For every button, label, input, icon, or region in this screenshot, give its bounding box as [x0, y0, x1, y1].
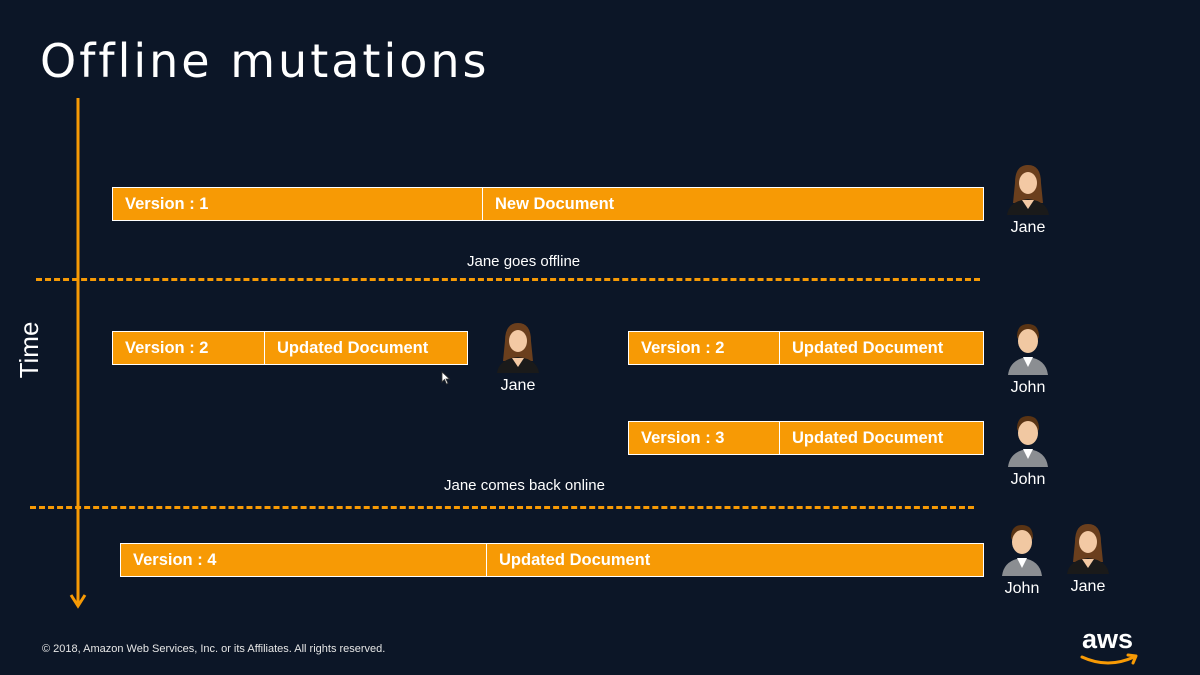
time-axis-label: Time	[14, 321, 44, 379]
document-label: Updated Document	[486, 544, 983, 576]
note-online: Jane comes back online	[444, 477, 605, 494]
version-2-online-bar: Version : 2 Updated Document	[628, 331, 984, 365]
divider-offline	[36, 278, 980, 281]
aws-logo-text: aws	[1082, 624, 1134, 654]
version-1-bar: Version : 1 New Document	[112, 187, 984, 221]
person-name: John	[1010, 379, 1046, 396]
person-name: John	[1004, 580, 1040, 597]
copyright-footer: © 2018, Amazon Web Services, Inc. or its…	[42, 643, 386, 655]
woman-avatar-icon	[497, 323, 539, 373]
slide-title: Offline mutations	[40, 34, 490, 88]
document-label: Updated Document	[779, 332, 983, 364]
divider-online	[30, 506, 974, 509]
document-label: Updated Document	[779, 422, 983, 454]
mouse-cursor-icon	[441, 371, 451, 385]
person-name: Jane	[500, 377, 536, 394]
person-john: John	[998, 413, 1058, 489]
document-label: Updated Document	[264, 332, 467, 364]
person-jane: Jane	[488, 321, 548, 395]
person-jane: Jane	[998, 163, 1058, 237]
person-john: John	[992, 522, 1052, 598]
note-offline: Jane goes offline	[467, 253, 581, 270]
version-label: Version : 4	[133, 550, 217, 569]
person-name: Jane	[1010, 219, 1046, 236]
version-label: Version : 1	[125, 194, 209, 213]
aws-logo: aws	[1076, 624, 1146, 666]
man-avatar-icon	[1002, 525, 1042, 576]
aws-smile-icon	[1080, 653, 1138, 665]
person-name: John	[1010, 471, 1046, 488]
version-label: Version : 2	[641, 338, 725, 357]
version-3-bar: Version : 3 Updated Document	[628, 421, 984, 455]
woman-avatar-icon	[1067, 524, 1109, 574]
version-label: Version : 3	[641, 428, 725, 447]
person-jane: Jane	[1058, 522, 1118, 596]
document-label: New Document	[482, 188, 983, 220]
person-name: Jane	[1070, 578, 1106, 595]
version-2-offline-bar: Version : 2 Updated Document	[112, 331, 468, 365]
version-4-bar: Version : 4 Updated Document	[120, 543, 984, 577]
woman-avatar-icon	[1007, 165, 1049, 215]
time-axis-arrow	[69, 98, 87, 609]
man-avatar-icon	[1008, 416, 1048, 467]
person-john: John	[998, 321, 1058, 397]
man-avatar-icon	[1008, 324, 1048, 375]
version-label: Version : 2	[125, 338, 209, 357]
